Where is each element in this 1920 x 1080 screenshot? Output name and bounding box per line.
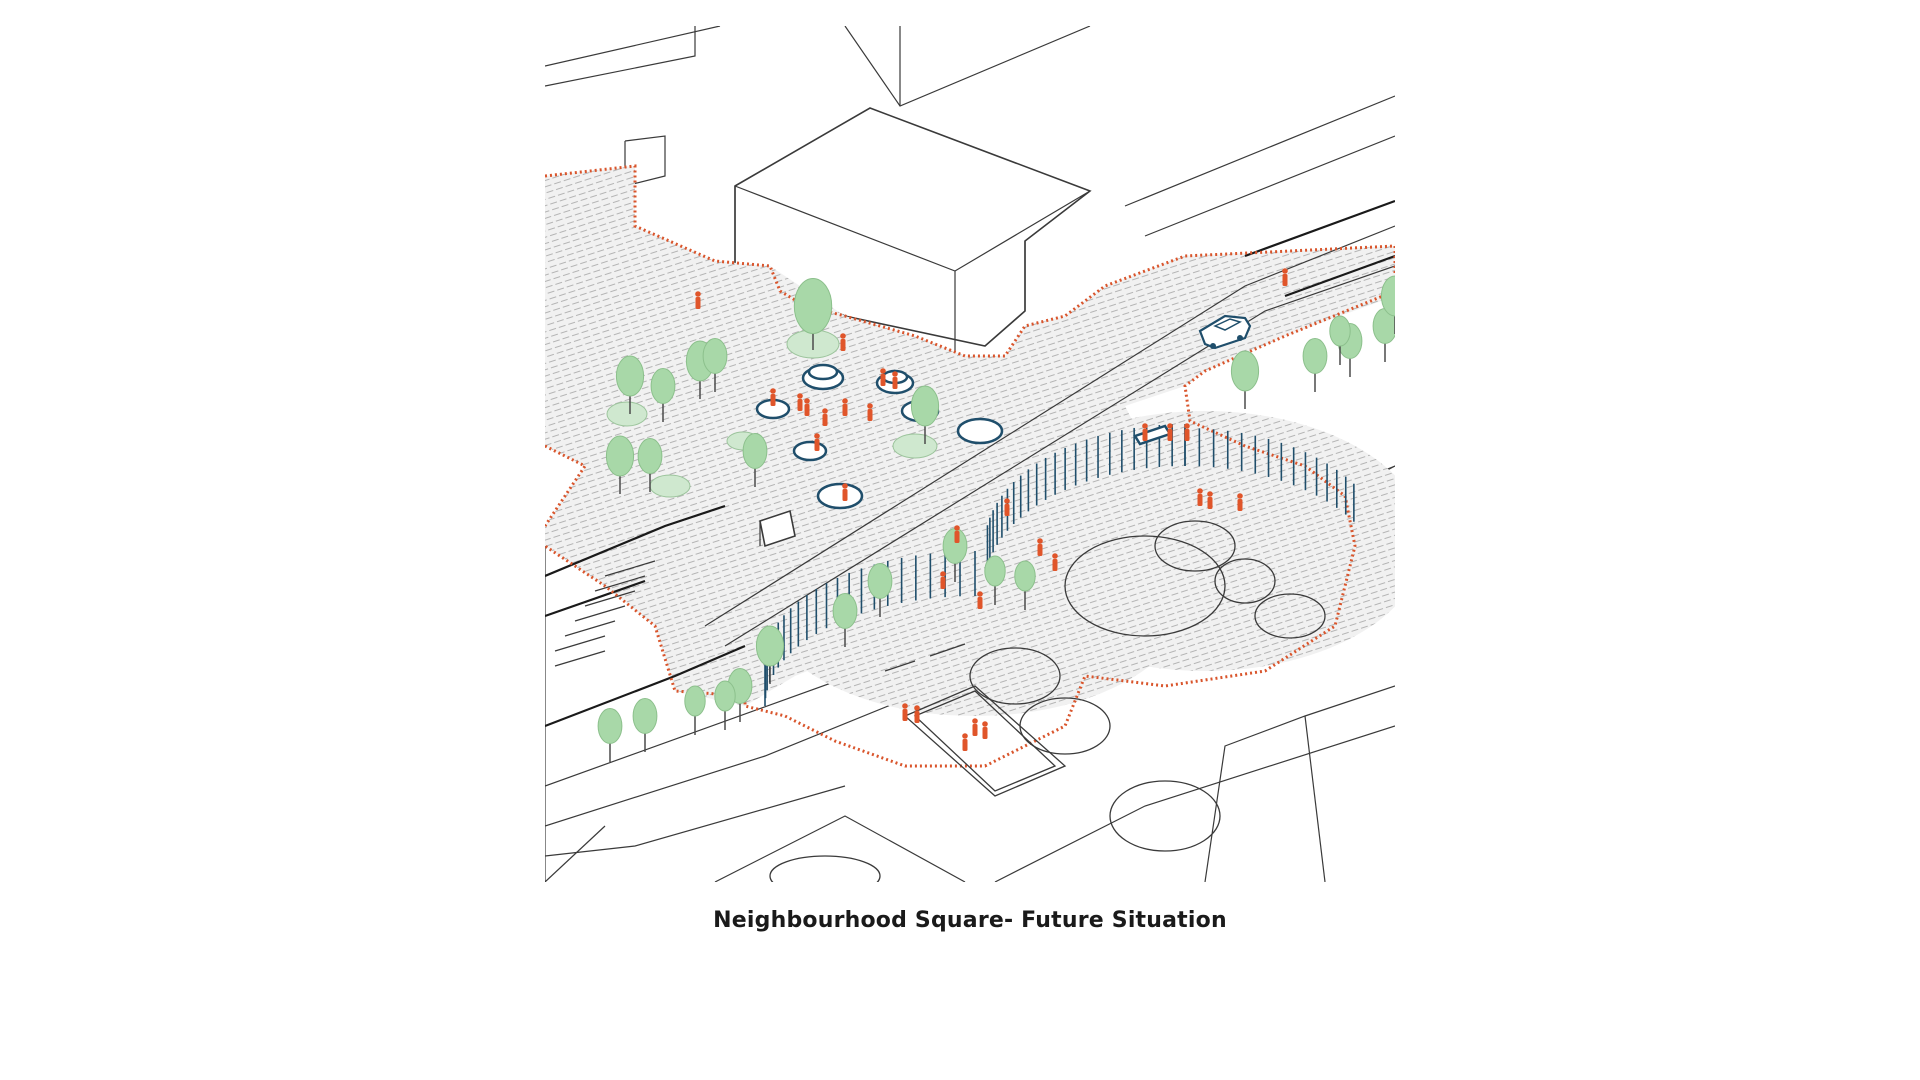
tree-icon xyxy=(755,625,785,667)
tree-icon xyxy=(632,698,658,734)
person-body xyxy=(954,531,960,543)
person-icon xyxy=(1167,423,1173,429)
person-body xyxy=(902,709,908,721)
person-icon xyxy=(902,703,908,709)
person-icon xyxy=(892,371,898,377)
person-icon xyxy=(1052,553,1058,559)
tree-icon xyxy=(684,685,706,717)
person-icon xyxy=(842,398,848,404)
person-body xyxy=(1184,429,1190,441)
tree-shadows xyxy=(606,329,938,498)
person-body xyxy=(1167,429,1173,441)
person-body xyxy=(842,404,848,416)
person-body xyxy=(797,399,803,411)
person-icon xyxy=(977,591,983,597)
courts xyxy=(884,520,1326,797)
person-body xyxy=(880,374,886,386)
person-icon xyxy=(940,571,946,577)
person-body xyxy=(982,727,988,739)
person-icon xyxy=(1037,538,1043,544)
person-body xyxy=(1004,504,1010,516)
person-icon xyxy=(840,333,846,339)
person-body xyxy=(1282,274,1288,286)
tree-icon xyxy=(1230,350,1260,392)
tree-icon xyxy=(1014,560,1036,592)
person-icon xyxy=(972,718,978,724)
person-body xyxy=(972,724,978,736)
person-body xyxy=(977,597,983,609)
tree-icon xyxy=(742,433,768,469)
person-icon xyxy=(804,398,810,404)
tree-icon xyxy=(597,708,623,744)
person-body xyxy=(1237,499,1243,511)
tree-icon xyxy=(637,438,663,474)
figure-caption: Neighbourhood Square- Future Situation xyxy=(713,908,1227,933)
person-icon xyxy=(880,368,886,374)
tree-icon xyxy=(867,563,893,599)
people xyxy=(695,268,1288,751)
tree-icon xyxy=(702,338,728,374)
person-body xyxy=(940,577,946,589)
person-body xyxy=(1052,559,1058,571)
person-body xyxy=(892,377,898,389)
tree-icon xyxy=(615,355,645,397)
person-body xyxy=(814,439,820,451)
person-icon xyxy=(954,525,960,531)
person-body xyxy=(770,394,776,406)
person-body xyxy=(914,711,920,723)
person-icon xyxy=(822,408,828,414)
person-icon xyxy=(962,733,968,739)
person-body xyxy=(695,297,701,309)
person-body xyxy=(822,414,828,426)
tree-icon xyxy=(832,593,858,629)
road xyxy=(545,199,1395,728)
person-body xyxy=(1142,429,1148,441)
bus-shelter xyxy=(759,509,796,548)
person-icon xyxy=(1207,491,1213,497)
person-icon xyxy=(1237,493,1243,499)
tree-icon xyxy=(793,278,833,334)
trees xyxy=(597,275,1395,762)
person-body xyxy=(867,409,873,421)
tree-icon xyxy=(984,555,1006,587)
diagram-svg xyxy=(545,26,1395,882)
person-icon xyxy=(982,721,988,727)
person-icon xyxy=(914,705,920,711)
person-body xyxy=(962,739,968,751)
crosswalk xyxy=(554,560,656,667)
person-body xyxy=(1197,494,1203,506)
tree-icon xyxy=(1302,338,1328,374)
tree-icon xyxy=(1329,315,1351,347)
person-body xyxy=(840,339,846,351)
person-body xyxy=(1037,544,1043,556)
person-icon xyxy=(1282,268,1288,274)
tree-icon xyxy=(910,385,940,427)
person-icon xyxy=(867,403,873,409)
person-body xyxy=(842,489,848,501)
person-icon xyxy=(1184,423,1190,429)
person-icon xyxy=(797,393,803,399)
person-icon xyxy=(842,483,848,489)
tree-icon xyxy=(714,680,736,712)
axonometric-diagram xyxy=(545,26,1395,882)
person-body xyxy=(1207,497,1213,509)
tree-icon xyxy=(650,368,676,404)
tree-icon xyxy=(1380,275,1395,317)
person-icon xyxy=(1004,498,1010,504)
person-icon xyxy=(1142,423,1148,429)
person-icon xyxy=(1197,488,1203,494)
tree-icon xyxy=(605,435,635,477)
person-icon xyxy=(814,433,820,439)
person-body xyxy=(804,404,810,416)
person-icon xyxy=(695,291,701,297)
car-icon xyxy=(1198,314,1252,350)
person-icon xyxy=(770,388,776,394)
